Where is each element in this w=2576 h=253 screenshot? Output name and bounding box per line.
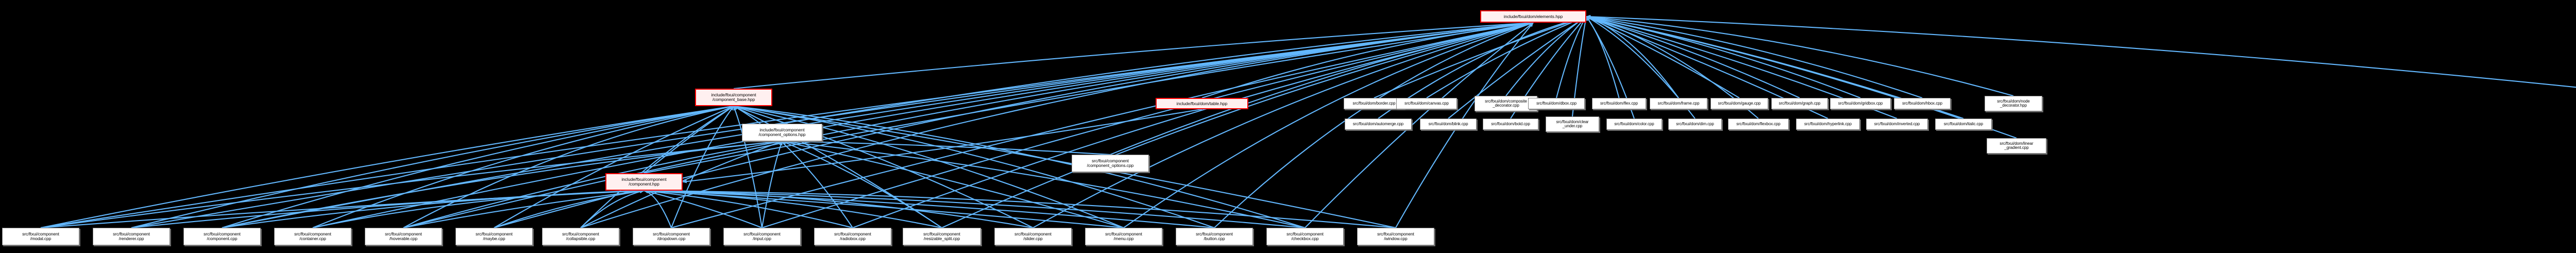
graph-node[interactable]: src/ftxui/component /component_options.c… xyxy=(1072,155,1149,172)
graph-node[interactable]: include/ftxui/component /component.hpp xyxy=(605,173,683,191)
graph-edge xyxy=(1201,21,1534,98)
graph-node[interactable]: src/ftxui/component /input.cpp xyxy=(723,228,801,245)
graph-edge xyxy=(494,189,645,228)
graph-edge xyxy=(761,22,1534,229)
graph-node[interactable]: src/ftxui/dom/linear _gradient.cpp xyxy=(1987,138,2046,154)
graph-node[interactable]: src/ftxui/dom/border.cpp xyxy=(1344,98,1404,109)
graph-node[interactable]: src/ftxui/dom/automerge.cpp xyxy=(1345,119,1412,130)
graph-node[interactable]: src/ftxui/component /renderer.cpp xyxy=(93,228,170,245)
graph-node[interactable]: src/ftxui/component /dropdown.cpp xyxy=(633,228,710,245)
graph-edge xyxy=(643,189,1396,229)
graph-node[interactable]: src/ftxui/dom/color.cpp xyxy=(1606,119,1662,130)
graph-edge xyxy=(643,189,1306,229)
graph-edge xyxy=(733,21,1534,90)
graph-node[interactable]: src/ftxui/dom/hbox.cpp xyxy=(1894,98,1951,109)
graph-node[interactable]: src/ftxui/component /resizable_split.cpp xyxy=(903,228,981,245)
graph-node[interactable]: src/ftxui/dom/composite _decorator.cpp xyxy=(1475,96,1537,111)
graph-edge xyxy=(643,189,1124,229)
graph-node[interactable]: src/ftxui/component /component.cpp xyxy=(183,228,261,245)
graph-node[interactable]: src/ftxui/dom/dim.cpp xyxy=(1668,119,1722,130)
graph-edge xyxy=(733,105,1396,229)
graph-edge xyxy=(1426,16,1587,98)
graph-edge xyxy=(643,189,1033,229)
graph-edge xyxy=(643,190,672,228)
graph-node[interactable]: src/ftxui/dom/gridbox.cpp xyxy=(1830,98,1891,109)
graph-edge xyxy=(782,139,1111,156)
graph-node[interactable]: src/ftxui/dom/flex.cpp xyxy=(1592,98,1646,109)
graph-edge xyxy=(1586,15,1923,98)
graph-node[interactable]: src/ftxui/dom/graph.cpp xyxy=(1771,98,1828,109)
graph-node[interactable]: src/ftxui/component /slider.cpp xyxy=(994,228,1072,245)
graph-edge xyxy=(403,105,734,228)
graph-node[interactable]: src/ftxui/component /modal.cpp xyxy=(2,228,79,245)
graph-edge xyxy=(643,189,1215,229)
graph-node[interactable]: src/ftxui/dom/bold.cpp xyxy=(1483,119,1538,130)
graph-node[interactable]: include/ftxui/dom/table.hpp xyxy=(1156,98,1248,109)
graph-node[interactable]: src/ftxui/component /hoverable.cpp xyxy=(365,228,442,245)
graph-edge xyxy=(40,189,645,229)
graph-edge xyxy=(1586,15,2014,97)
graph-edge xyxy=(131,189,645,229)
graph-node[interactable]: include/ftxui/dom/elements.hpp xyxy=(1480,10,1586,23)
graph-node[interactable]: src/ftxui/dom/frame.cpp xyxy=(1650,98,1707,109)
graph-node[interactable]: src/ftxui/dom/canvas.cpp xyxy=(1396,98,1457,109)
graph-edge xyxy=(1586,16,1740,98)
graph-node[interactable]: include/ftxui/component /component_base.… xyxy=(695,89,772,106)
graph-node[interactable]: src/ftxui/component /checkbox.cpp xyxy=(1266,228,1344,245)
graph-edge xyxy=(1586,15,1800,98)
graph-node[interactable]: src/ftxui/dom/node _decorator.hpp xyxy=(1985,96,2042,111)
graph-edge xyxy=(643,190,762,228)
graph-node[interactable]: src/ftxui/dom/inverted.cpp xyxy=(1866,119,1928,130)
graph-node[interactable]: src/ftxui/dom/hyperlink.cpp xyxy=(1796,119,1860,130)
graph-edge xyxy=(40,105,734,229)
graph-edge xyxy=(1505,16,1587,96)
graph-edge xyxy=(312,189,645,229)
graph-edge xyxy=(1374,16,1587,98)
graph-node[interactable]: src/ftxui/component /menu.cpp xyxy=(1085,228,1162,245)
graph-node[interactable]: src/ftxui/dom/flexbox.cpp xyxy=(1728,119,1789,130)
graph-edge xyxy=(494,106,734,228)
graph-node[interactable]: src/ftxui/dom/italic.cpp xyxy=(1935,119,1992,130)
graph-edge xyxy=(1555,16,1587,98)
graph-node[interactable]: src/ftxui/dom/clear _under.cpp xyxy=(1546,116,1599,132)
graph-edge xyxy=(403,189,645,229)
graph-node[interactable]: include/ftxui/component /component_optio… xyxy=(742,124,822,141)
graph-edge xyxy=(1586,15,1861,98)
graph-edge xyxy=(643,106,734,174)
graph-node[interactable]: src/ftxui/component /button.cpp xyxy=(1176,228,1253,245)
graph-edge xyxy=(782,141,942,228)
graph-node[interactable]: src/ftxui/dom/dbox.cpp xyxy=(1528,98,1585,109)
graph-edge xyxy=(403,140,783,229)
graph-node[interactable]: src/ftxui/component /window.cpp xyxy=(1357,228,1434,245)
graph-edge xyxy=(131,21,1534,229)
graph-edge xyxy=(222,189,645,229)
graph-node[interactable]: src/ftxui/component /maybe.cpp xyxy=(455,228,533,245)
graph-edge xyxy=(222,21,1534,229)
graph-edge xyxy=(643,189,942,229)
graph-edge xyxy=(222,140,783,229)
graph-edge xyxy=(761,141,783,228)
graph-edge xyxy=(643,189,853,229)
graph-node[interactable]: src/ftxui/component /radiobox.cpp xyxy=(814,228,891,245)
graph-edge xyxy=(1586,16,1679,98)
graph-edge xyxy=(131,105,734,229)
graph-node[interactable]: src/ftxui/component /collapsible.cpp xyxy=(542,228,619,245)
graph-edge xyxy=(671,106,734,228)
graph-edge xyxy=(1586,16,1620,98)
graph-node[interactable]: src/ftxui/component /container.cpp xyxy=(274,228,351,245)
graph-edge xyxy=(312,105,734,228)
graph-edge xyxy=(580,106,734,228)
graph-edge xyxy=(222,105,734,229)
graph-node[interactable]: src/ftxui/dom/gauge.cpp xyxy=(1710,98,1768,109)
graph-node[interactable]: src/ftxui/dom/blink.cpp xyxy=(1420,119,1477,130)
graph-edge xyxy=(1110,22,1534,155)
graph-edge xyxy=(1586,14,2576,88)
graph-edge xyxy=(580,190,645,228)
graph-edge xyxy=(782,140,1306,229)
